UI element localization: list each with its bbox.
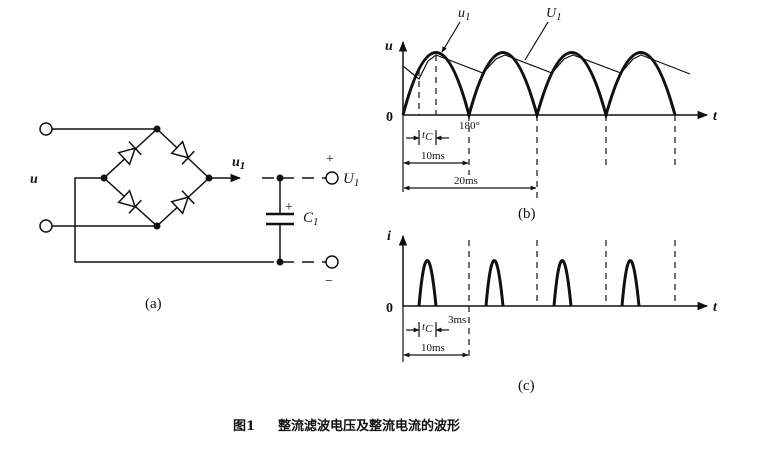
circuit-junctions (100, 125, 284, 266)
rectified-voltage-curve (401, 51, 677, 121)
input-terminal-top (39, 122, 53, 136)
u1-curve-label: u1 (458, 6, 471, 23)
figure-number: 图1 (233, 419, 255, 434)
current-pulse-1 (417, 259, 438, 307)
diode-lower-right (170, 190, 195, 215)
voltage-plot (398, 21, 709, 200)
current-plot (398, 234, 709, 362)
current-pulse-3 (552, 259, 573, 307)
voltage-y-axis-label: u (385, 39, 393, 54)
current-y-axis-label: i (387, 229, 391, 244)
voltage-20ms-label: 20ms (454, 175, 478, 187)
diode-lower-left (117, 189, 142, 214)
current-pulse-2 (484, 259, 505, 307)
diode-upper-right (170, 140, 195, 165)
u1-pointer-line (441, 21, 461, 53)
voltage-x-axis-label: t (713, 109, 718, 124)
angle-180-label: 180° (459, 120, 480, 132)
current-3ms-label: 3ms (448, 314, 466, 326)
junction-bridge-right (205, 174, 213, 182)
panel-c-label: (c) (518, 378, 535, 394)
bridge-diamond (102, 127, 211, 228)
rectified-voltage-label: u1 (232, 155, 245, 172)
wire-left-node-return (74, 177, 262, 263)
input-terminal-bottom (39, 219, 53, 233)
output-plus-sign: + (326, 152, 334, 167)
panel-b-label: (b) (518, 206, 536, 222)
junction-cap-top (276, 174, 284, 182)
output-terminal-top (325, 171, 339, 185)
junction-bridge-top (153, 125, 161, 133)
voltage-tc-label: tC (422, 129, 433, 143)
junction-bridge-left (100, 174, 108, 182)
output-minus-sign: − (325, 274, 333, 289)
filtered-voltage-curve (402, 54, 691, 80)
output-voltage-label: U1 (343, 171, 359, 189)
junction-bridge-bottom (153, 222, 161, 230)
current-origin-label: 0 (386, 301, 393, 316)
figure-caption: 整流滤波电压及整流电流的波形 (277, 418, 460, 434)
bridge-rectifier-circuit (39, 122, 339, 269)
voltage-10ms-label: 10ms (421, 150, 445, 162)
diode-upper-left (117, 141, 142, 166)
output-terminal-bottom (325, 255, 339, 269)
capacitor-label: C1 (303, 210, 319, 228)
input-voltage-label: u (30, 172, 38, 187)
current-pulse-4 (620, 259, 641, 307)
current-10ms-label: 10ms (421, 342, 445, 354)
U1-pointer-line (524, 21, 549, 61)
current-x-axis-label: t (713, 300, 718, 315)
voltage-origin-label: 0 (386, 110, 393, 125)
junction-cap-bottom (276, 258, 284, 266)
panel-a-label: (a) (145, 296, 162, 312)
U1-curve-label: U1 (546, 6, 562, 23)
current-tc-label: tC (422, 321, 433, 335)
capacitor-plus-sign: + (285, 200, 293, 215)
